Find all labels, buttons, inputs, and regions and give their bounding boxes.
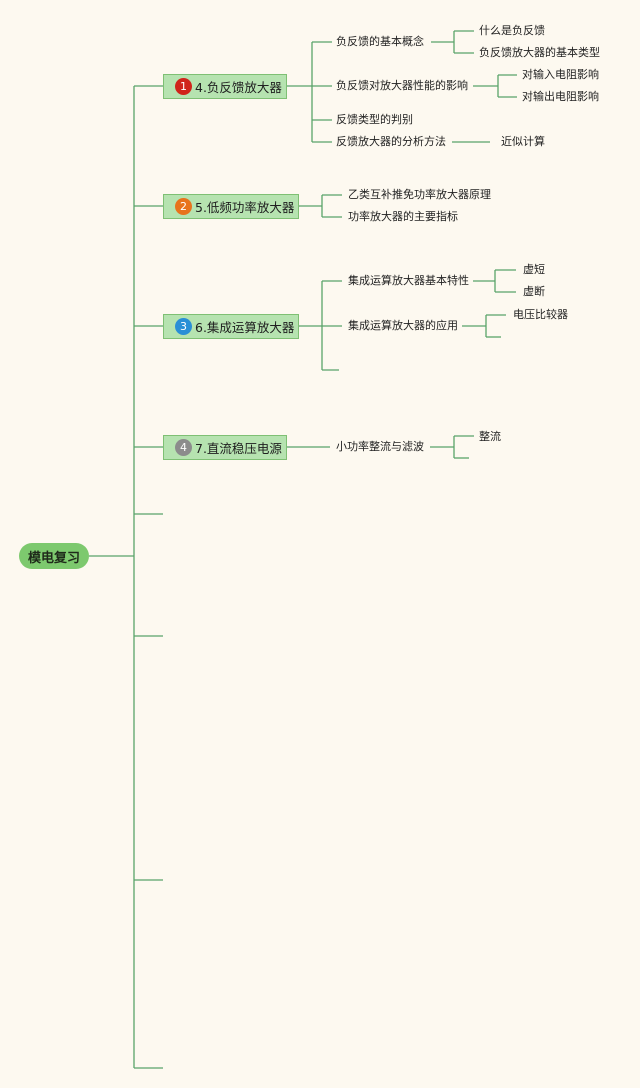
subtopic-feedback-analysis-method[interactable]: 反馈放大器的分析方法 [336,135,446,148]
subtopic-negative-feedback-basics[interactable]: 负反馈的基本概念 [336,35,424,48]
subtopic-feedback-performance-impact[interactable]: 负反馈对放大器性能的影响 [336,79,468,92]
subtopic-feedback-amplifier-types[interactable]: 负反馈放大器的基本类型 [479,46,600,59]
root-topic[interactable]: 模电复习 [19,543,89,569]
subtopic-low-power-rectification-filtering[interactable]: 小功率整流与滤波 [336,440,424,453]
topic-label: 6.集成运算放大器 [195,320,295,335]
topic-label: 5.低频功率放大器 [195,200,295,215]
subtopic-class-b-push-pull[interactable]: 乙类互补推免功率放大器原理 [348,188,491,201]
subtopic-voltage-comparator[interactable]: 电压比较器 [513,308,568,321]
subtopic-op-amp-characteristics[interactable]: 集成运算放大器基本特性 [348,274,469,287]
subtopic-rectification[interactable]: 整流 [479,430,501,443]
root-label: 模电复习 [27,550,80,566]
subtopic-virtual-short[interactable]: 虚短 [523,263,545,276]
subtopic-feedback-type-judgement[interactable]: 反馈类型的判别 [336,113,413,126]
priority-2-icon: 2 [175,198,192,215]
priority-1-icon: 1 [175,78,192,95]
subtopic-power-amplifier-metrics[interactable]: 功率放大器的主要指标 [348,210,458,223]
subtopic-op-amp-applications[interactable]: 集成运算放大器的应用 [348,319,458,332]
topic-dc-regulated-power-supply[interactable]: 4 7.直流稳压电源 [163,435,287,460]
topic-label: 4.负反馈放大器 [195,80,282,95]
subtopic-input-resistance[interactable]: 对输入电阻影响 [522,68,599,81]
subtopic-what-is-negative-feedback[interactable]: 什么是负反馈 [479,24,545,37]
priority-4-icon: 4 [175,439,192,456]
subtopic-virtual-open[interactable]: 虚断 [523,285,545,298]
subtopic-output-resistance[interactable]: 对输出电阻影响 [522,90,599,103]
subtopic-approximate-calculation[interactable]: 近似计算 [501,135,545,148]
priority-3-icon: 3 [175,318,192,335]
topic-low-frequency-power-amplifier[interactable]: 2 5.低频功率放大器 [163,194,299,219]
topic-label: 7.直流稳压电源 [195,441,282,456]
topic-integrated-op-amp[interactable]: 3 6.集成运算放大器 [163,314,299,339]
topic-negative-feedback[interactable]: 1 4.负反馈放大器 [163,74,287,99]
